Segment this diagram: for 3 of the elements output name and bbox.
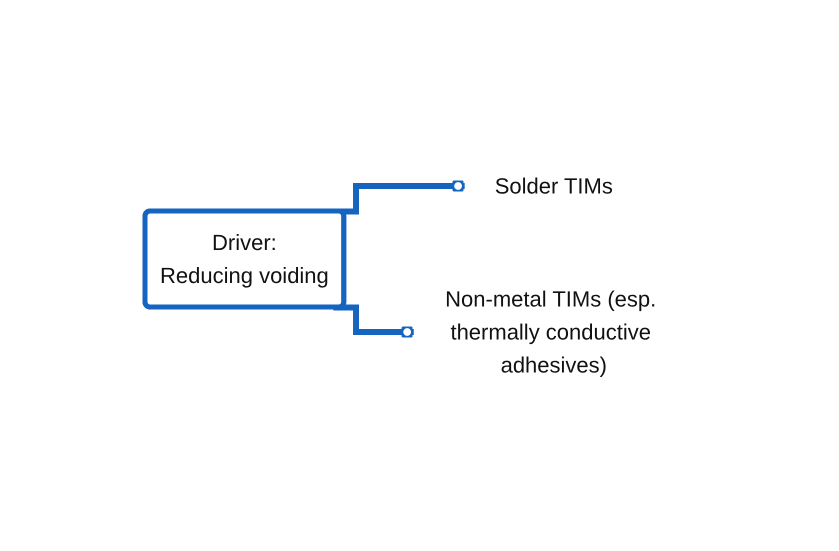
node-text: Solder TIMs xyxy=(494,174,613,198)
node-text: Non-metal TIMs (esp. thermally conductive adhesives) xyxy=(445,286,656,378)
connector xyxy=(333,304,414,340)
